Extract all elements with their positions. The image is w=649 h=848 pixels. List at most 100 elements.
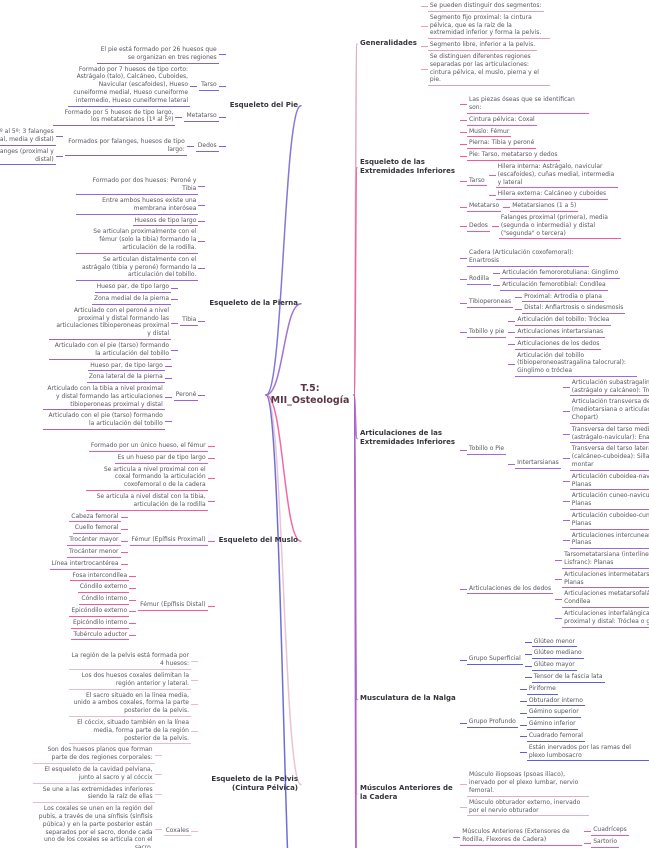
mindmap-node[interactable]: Glúteo mayor xyxy=(531,661,577,671)
mindmap-node[interactable]: Pierna: Tibia y peroné xyxy=(467,139,537,150)
mindmap-node[interactable]: Articulaciones intermetatarsianas: Plana… xyxy=(562,571,649,589)
mindmap-node[interactable]: Segmento libre, inferior a la pelvis. xyxy=(427,41,538,51)
mindmap-node[interactable]: Obturador interno xyxy=(526,697,585,707)
mindmap-node[interactable]: Músculos Anteriores (Extensores de Rodil… xyxy=(460,828,583,846)
mindmap-node[interactable]: Dedos xyxy=(195,142,219,152)
mindmap-node[interactable]: Son dos huesos planos que forman parte d… xyxy=(32,746,155,764)
mindmap-node[interactable]: Tobillo o Pie xyxy=(467,445,507,456)
mindmap-node[interactable]: Metatarso xyxy=(184,112,219,123)
mindmap-node[interactable]: Hueso par, de tipo largo xyxy=(94,283,172,293)
mindmap-node[interactable]: Tibioperoneas xyxy=(467,298,514,309)
mindmap-node[interactable]: El sacro situado en la línea media, unid… xyxy=(69,692,191,717)
mindmap-node[interactable]: Zona lateral de la pierna xyxy=(86,373,165,384)
mindmap-node[interactable]: El esqueleto de la cavidad pelviana, jun… xyxy=(32,766,155,784)
mindmap-node[interactable]: Segmento fijo proximal: la cintura pélvi… xyxy=(427,14,550,40)
mindmap-node[interactable]: Epicóndilo interno xyxy=(71,619,130,629)
mindmap-node[interactable]: Cuadrado femoral xyxy=(526,732,585,742)
section-label[interactable]: Articulaciones de las Extremidades Infer… xyxy=(360,428,456,446)
mindmap-node[interactable]: La región de la pelvis está formada por … xyxy=(69,652,191,671)
mindmap-node[interactable]: Zona medial de la pierna xyxy=(91,295,172,305)
mindmap-node[interactable]: Dedo 1º: 2 falanges (proximal y distal) xyxy=(0,148,56,166)
mindmap-node[interactable]: Grupo Superficial xyxy=(466,655,523,666)
root-topic[interactable]: T.5: MII_Osteología xyxy=(262,383,358,407)
mindmap-node[interactable]: Fosa intercondílea xyxy=(70,572,130,582)
mindmap-node[interactable]: Se distinguen diferentes regiones separa… xyxy=(427,53,550,87)
mindmap-node[interactable]: Músculo iliopsoas (psoas ilíaco), inerva… xyxy=(467,771,589,797)
mindmap-node[interactable]: Formado por 5 huesos de tipo largo, los … xyxy=(53,109,176,127)
mindmap-node[interactable]: Metatarso xyxy=(467,202,502,212)
mindmap-node[interactable]: El pie está formado por 26 huesos que se… xyxy=(96,46,219,64)
mindmap-node[interactable]: Tarso xyxy=(467,177,487,187)
mindmap-node[interactable]: Se articula a nivel proximal con el coxa… xyxy=(85,466,208,492)
mindmap-node[interactable]: Articulación cuboideo-cuneana: Planas xyxy=(569,512,649,530)
mindmap-node[interactable]: Fémur (Epífisis Distal) xyxy=(138,601,208,611)
mindmap-node[interactable]: Gémino superior xyxy=(526,708,581,719)
mindmap-node[interactable]: Fémur (Epífisis Proximal) xyxy=(129,536,208,547)
mindmap-node[interactable]: El cóccix, situado también en la línea m… xyxy=(69,719,191,745)
mindmap-node[interactable]: Transversa del tarso lateral (calcáneo-c… xyxy=(569,445,649,471)
mindmap-node[interactable]: Entre ambos huesos existe una membrana i… xyxy=(76,197,199,215)
section-label[interactable]: Musculatura de la Nalga xyxy=(360,694,456,703)
mindmap-node[interactable]: Formado por 7 huesos de tipo corto: Astr… xyxy=(68,66,191,107)
mindmap-node[interactable]: Articulación femororotuliana: Ginglimo xyxy=(500,269,621,279)
mindmap-node[interactable]: Articulaciones intercuneanas: Planas xyxy=(569,532,649,550)
mindmap-node[interactable]: Metatarsianos (1 a 5) xyxy=(510,202,579,212)
mindmap-node[interactable]: Cóndilo interno xyxy=(79,595,130,606)
mindmap-node[interactable]: Muslo: Fémur xyxy=(467,128,512,138)
section-label[interactable]: Generalidades xyxy=(360,39,417,48)
mindmap-node[interactable]: Cintura pélvica: Coxal xyxy=(467,116,537,126)
mindmap-node[interactable]: Articulaciones metatarsofalángicas: Cond… xyxy=(562,590,649,609)
mindmap-node[interactable]: Glúteo mediano xyxy=(531,649,584,660)
mindmap-node[interactable]: Glúteo menor xyxy=(531,638,577,648)
mindmap-node[interactable]: Huesos de tipo largo xyxy=(132,217,199,227)
mindmap-node[interactable]: Epicóndilo externo xyxy=(69,607,130,617)
section-label[interactable]: Esqueleto de la Pierna xyxy=(209,298,298,307)
mindmap-node[interactable]: Hilera interna: Astrágalo, navicular (es… xyxy=(495,163,618,189)
mindmap-node[interactable]: Tobillo y pie xyxy=(467,328,507,338)
section-label[interactable]: Músculos Anteriores de la Cadera xyxy=(360,784,453,802)
mindmap-node[interactable]: Se pueden distinguir dos segmentos: xyxy=(427,2,544,12)
mindmap-node[interactable]: Piriforme xyxy=(526,685,558,695)
section-label[interactable]: Esqueleto de las Extremidades Inferiores xyxy=(360,158,456,176)
mindmap-node[interactable]: Hilera externa: Calcáneo y cuboides xyxy=(495,190,609,201)
section-label[interactable]: Esqueleto de la Pelvis (Cintura Pélvica) xyxy=(211,774,298,793)
mindmap-node[interactable]: Se articulan distalmente con el astrágal… xyxy=(76,256,199,282)
section-label[interactable]: Esqueleto del Muslo xyxy=(218,536,298,545)
mindmap-node[interactable]: Articulaciones interfalángicas, proximal… xyxy=(562,610,649,628)
mindmap-node[interactable]: Formado por un único hueso, el fémur xyxy=(88,442,208,452)
mindmap-node[interactable]: Coxales xyxy=(163,827,191,837)
mindmap-node[interactable]: Tensor de la fascia lata xyxy=(531,673,605,683)
mindmap-node[interactable]: Los dos huesos coxales delimitan la regi… xyxy=(69,672,191,690)
mindmap-node[interactable]: Articulación transversa del tarso (medio… xyxy=(569,398,649,424)
mindmap-node[interactable]: Articulación femorotibial: Condílea xyxy=(500,281,608,291)
mindmap-node[interactable]: Falanges proximal (primera), media (segu… xyxy=(498,214,621,240)
mindmap-node[interactable]: Gémino inferior xyxy=(526,720,578,730)
mindmap-node[interactable]: Dedos xyxy=(467,222,490,232)
mindmap-node[interactable]: Distal: Anfiartrosis o sindesmosis xyxy=(522,304,626,315)
mindmap-node[interactable]: Transversa del tarso medial (astrágalo-n… xyxy=(569,426,649,444)
mindmap-node[interactable]: Tarso xyxy=(199,81,219,91)
mindmap-node[interactable]: Cabeza femoral xyxy=(69,513,121,523)
mindmap-node[interactable]: Articulado con el pie (tarso) formando l… xyxy=(42,412,165,431)
mindmap-node[interactable]: Articulación cuneo-navicular: Planas xyxy=(569,492,649,511)
mindmap-node[interactable]: Articulaciones de los dedos xyxy=(467,585,554,595)
mindmap-node[interactable]: Trocánter menor xyxy=(67,548,121,558)
mindmap-node[interactable]: Se articula a nivel distal con la tibia,… xyxy=(85,493,208,511)
mindmap-node[interactable]: Cuello femoral xyxy=(72,524,121,535)
mindmap-node[interactable]: Línea intertrocantérea xyxy=(49,560,121,570)
mindmap-node[interactable]: Articulaciones intertarsianas xyxy=(515,328,606,338)
mindmap-node[interactable]: Las piezas óseas que se identifican son: xyxy=(467,96,589,114)
section-label[interactable]: Esqueleto del Pie xyxy=(229,100,298,109)
mindmap-node[interactable]: Cóndilo externo xyxy=(77,583,130,594)
mindmap-node[interactable]: Peroné xyxy=(173,391,199,401)
mindmap-node[interactable]: Proximal: Artrodia o plana xyxy=(522,293,604,303)
mindmap-node[interactable]: Articulado con el pie (tarso) formando l… xyxy=(49,342,172,360)
mindmap-node[interactable]: Sartorio xyxy=(591,838,620,848)
mindmap-node[interactable]: Pie: Tarso, metatarso y dedos xyxy=(467,151,560,161)
mindmap-node[interactable]: Articulación subastragalina (astrágalo y… xyxy=(569,379,649,397)
mindmap-node[interactable]: Articulación cuboidea-navicular: Planas xyxy=(569,473,649,491)
mindmap-node[interactable]: Dedos del 2º al 5º: 3 falanges (proximal… xyxy=(0,128,56,146)
mindmap-node[interactable]: Cuadríceps xyxy=(591,826,629,837)
mindmap-node[interactable]: Se une a las extremidades inferiores sie… xyxy=(32,786,155,804)
mindmap-node[interactable]: Rodilla xyxy=(467,275,492,285)
